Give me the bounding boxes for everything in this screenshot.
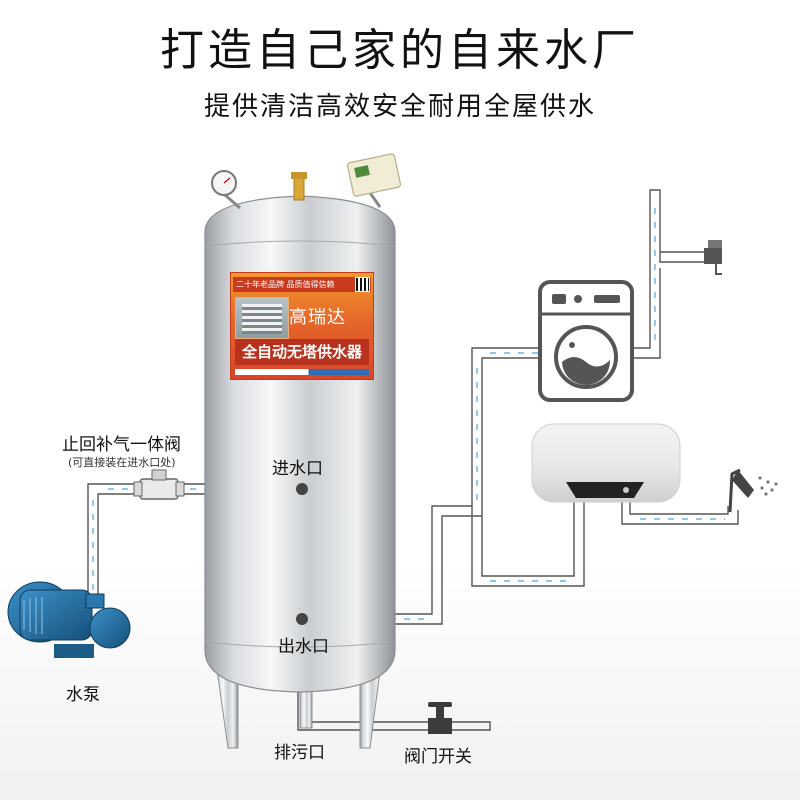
- check-valve-label: 止回补气一体阀: [62, 435, 181, 455]
- brand-slogan: 二十年老品牌 品质值得信赖: [233, 277, 371, 292]
- pump-label: 水泵: [66, 685, 100, 705]
- pressure-gauge-icon: [211, 170, 241, 210]
- brand-name: 高瑞达: [289, 307, 346, 328]
- pressure-switch-icon: [346, 153, 402, 208]
- qr-code-icon: [355, 277, 370, 292]
- check-valve-icon: [133, 469, 185, 500]
- washing-machine-icon: [538, 280, 634, 402]
- shower-icon: [728, 468, 778, 513]
- tank-brand-label: 二十年老品牌 品质值得信赖 高瑞达 全自动无塔供水器: [230, 272, 374, 380]
- inlet-label: 进水口: [272, 459, 323, 479]
- label-footer-bar: [235, 369, 369, 375]
- flow-arrows: [92, 200, 725, 620]
- factory-building-image: [235, 297, 289, 339]
- product-name: 全自动无塔供水器: [235, 339, 369, 365]
- water-heater-icon: [531, 423, 681, 503]
- faucet-icon: [704, 240, 722, 275]
- outlet-label: 出水口: [278, 637, 329, 657]
- air-valve-icon: [291, 172, 307, 201]
- page-subtitle: 提供清洁高效安全耐用全屋供水: [203, 92, 596, 122]
- page-title: 打造自己家的自来水厂: [160, 25, 640, 76]
- valve-switch-label: 阀门开关: [404, 747, 472, 767]
- gate-valve-icon: [428, 702, 452, 734]
- check-valve-note: (可直接装在进水口处): [68, 456, 176, 469]
- pipe-network: [87, 189, 739, 731]
- water-pump-icon: [7, 581, 131, 658]
- drain-label: 排污口: [274, 743, 325, 763]
